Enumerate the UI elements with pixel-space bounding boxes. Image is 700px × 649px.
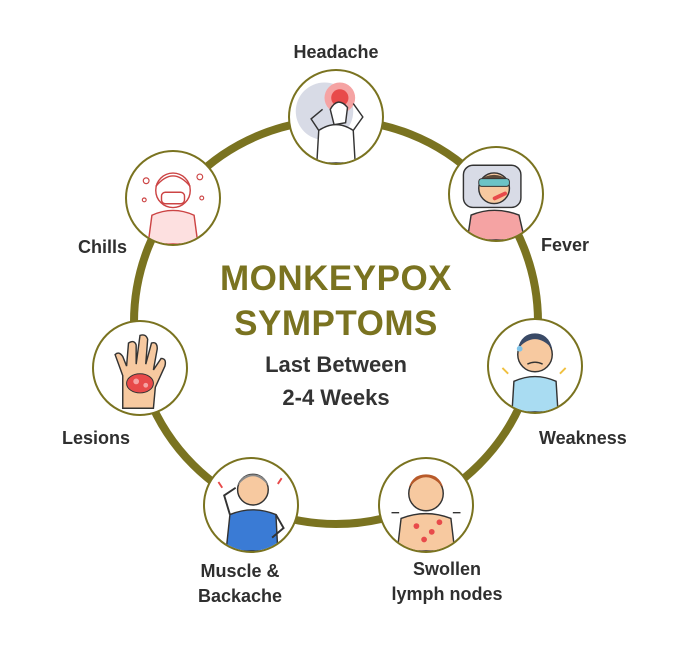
swollen-lymph-nodes-icon [391, 474, 461, 551]
chills-label: Chills [78, 237, 128, 257]
muscle-backache-node [203, 457, 299, 553]
lesions-label: Lesions [62, 428, 131, 448]
weakness-icon [501, 333, 567, 412]
fever-label: Fever [541, 235, 590, 255]
headache-icon [291, 72, 381, 163]
swollen-label-line-2: lymph nodes [391, 584, 503, 604]
title-line-2: SYMPTOMS [234, 304, 438, 343]
swollen-label-line-1: Swollen [412, 559, 482, 579]
title-line-1: MONKEYPOX [219, 259, 453, 298]
muscle-backache-icon [217, 473, 285, 551]
subtitle-line-2: 2-4 Weeks [282, 385, 390, 410]
chills-node [125, 150, 221, 246]
weakness-node [487, 318, 583, 414]
subtitle-line-1: Last Between [265, 352, 407, 377]
muscle-label-line-1: Muscle & [200, 561, 280, 581]
fever-node [448, 146, 544, 242]
chills-icon [141, 172, 205, 244]
fever-icon [462, 164, 526, 240]
lesions-icon [114, 334, 167, 409]
lesions-node [92, 320, 188, 416]
swollen-lymph-nodes-node [378, 457, 474, 553]
headache-label: Headache [293, 42, 379, 62]
muscle-label-line-2: Backache [197, 586, 283, 606]
headache-node [288, 69, 384, 165]
weakness-label: Weakness [539, 428, 627, 448]
